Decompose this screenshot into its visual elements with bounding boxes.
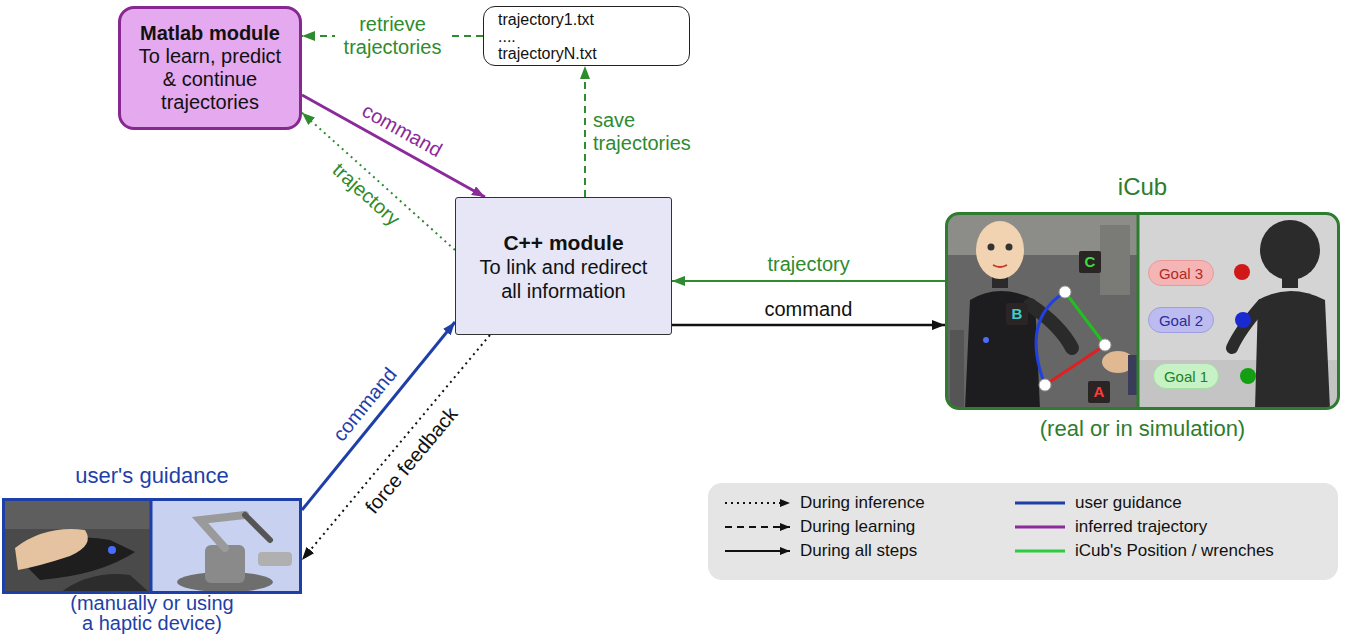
legend-line <box>1015 502 1065 505</box>
path-tag: C <box>1079 251 1101 273</box>
legend-panel <box>708 483 1338 580</box>
path-tag: B <box>1006 303 1028 325</box>
robot-panel: iCub(real or in simulation)CBAGoal 3Goal… <box>945 212 1340 410</box>
guidance-panel: user's guidance(manually or using a hapt… <box>2 498 302 594</box>
edge-label: retrieve trajectories <box>335 13 451 59</box>
file-box: trajectory1.txt....trajectoryN.txt <box>483 6 690 66</box>
legend-label: inferred trajectory <box>1075 516 1207 538</box>
legend-label: user guidance <box>1075 492 1182 514</box>
edge-label: trajectory <box>328 159 405 231</box>
connector <box>672 324 945 327</box>
legend-label: iCub's Position / wrenches <box>1075 540 1274 562</box>
file-name: trajectory1.txt <box>498 11 594 28</box>
goal-label: Goal 3 <box>1159 265 1203 282</box>
panel-title: user's guidance <box>5 463 299 489</box>
goal-label: Goal 2 <box>1159 312 1203 329</box>
legend-label: During inference <box>800 492 925 514</box>
connector <box>672 280 945 282</box>
path-letter: B <box>1012 306 1023 322</box>
edge-label: force feedback <box>361 403 463 518</box>
path-tag: A <box>1088 381 1110 403</box>
panel-caption: (manually or using a haptic device) <box>66 593 238 633</box>
module-title: Matlab module <box>140 22 280 45</box>
edge-label: command <box>328 363 401 446</box>
goal-pill: Goal 2 <box>1148 307 1214 333</box>
module-description: To learn, predict & continue trajectorie… <box>133 45 287 114</box>
connector <box>302 335 490 560</box>
path-letter: C <box>1085 254 1096 270</box>
goal-label: Goal 1 <box>1164 368 1208 385</box>
panel-title: iCub <box>948 173 1337 201</box>
edge-label: command <box>765 298 853 321</box>
connector <box>584 66 586 197</box>
edge-label: trajectory <box>768 253 850 276</box>
legend-line <box>725 502 790 504</box>
legend-line <box>1015 526 1065 529</box>
module-description: To link and redirect all information <box>468 255 659 303</box>
file-ellipsis: .... <box>498 28 516 45</box>
process-box: Matlab moduleTo learn, predict & continu… <box>118 6 302 130</box>
process-box: C++ moduleTo link and redirect all infor… <box>455 197 672 335</box>
legend-line <box>725 550 790 552</box>
module-title: C++ module <box>503 230 623 255</box>
robot-photo <box>946 213 1339 409</box>
panel-caption: (real or in simulation) <box>948 416 1337 442</box>
legend-label: During all steps <box>800 540 917 562</box>
connector <box>302 95 485 197</box>
edge-label: command <box>358 99 446 162</box>
legend-line <box>1015 550 1065 553</box>
legend-line <box>725 526 790 528</box>
legend-label: During learning <box>800 516 915 538</box>
goal-pill: Goal 1 <box>1153 363 1219 389</box>
edge-label: save trajectories <box>593 109 713 155</box>
guidance-photo <box>3 499 301 593</box>
path-letter: A <box>1094 384 1105 400</box>
goal-pill: Goal 3 <box>1148 260 1214 286</box>
file-name: trajectoryN.txt <box>498 45 597 62</box>
